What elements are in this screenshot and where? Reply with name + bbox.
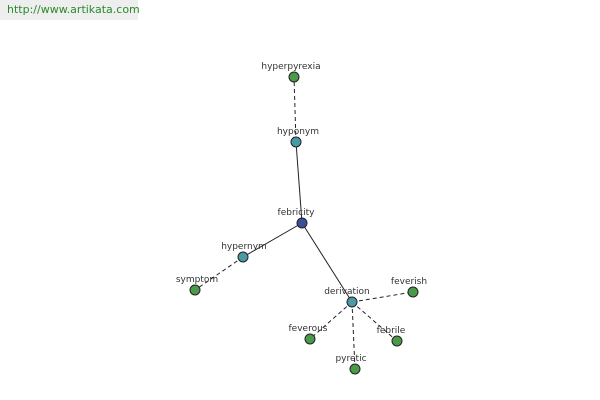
- node-label-hyperpyrexia[interactable]: hyperpyrexia: [261, 62, 320, 72]
- node-label-pyretic[interactable]: pyretic: [335, 354, 366, 364]
- node-derivation[interactable]: derivation: [324, 287, 370, 308]
- node-pyretic[interactable]: pyretic: [335, 354, 367, 375]
- node-hypernym[interactable]: hypernym: [221, 242, 267, 263]
- edge-febricity-hyponym: [295, 141, 303, 224]
- graph-nodes: febricity hyponym hypernym derivation hyperp…: [176, 62, 427, 375]
- node-dot-febrile[interactable]: [391, 335, 403, 347]
- node-label-hyponym[interactable]: hyponym: [277, 127, 319, 137]
- edge-derivation-febrile: [351, 301, 398, 342]
- node-symptom[interactable]: symptom: [176, 275, 218, 296]
- url-banner: http://www.artikata.com: [0, 0, 140, 20]
- node-label-feverish[interactable]: feverish: [391, 277, 427, 287]
- edge-derivation-feverous: [309, 301, 353, 340]
- node-febricity[interactable]: febricity: [278, 208, 316, 229]
- node-label-symptom[interactable]: symptom: [176, 275, 218, 285]
- node-hyperpyrexia[interactable]: hyperpyrexia: [261, 62, 321, 83]
- node-dot-derivation[interactable]: [346, 296, 358, 308]
- node-dot-pyretic[interactable]: [349, 363, 361, 375]
- node-dot-hypernym[interactable]: [237, 251, 249, 263]
- node-label-febrile[interactable]: febrile: [377, 326, 406, 336]
- edge-derivation-feverish: [351, 291, 414, 303]
- node-dot-symptom[interactable]: [189, 284, 201, 296]
- node-dot-hyponym[interactable]: [290, 136, 302, 148]
- node-dot-hyperpyrexia[interactable]: [288, 71, 300, 83]
- node-febrile[interactable]: febrile: [377, 326, 406, 347]
- node-label-derivation[interactable]: derivation: [324, 287, 370, 297]
- node-hyponym[interactable]: hyponym: [277, 127, 319, 148]
- node-label-feverous[interactable]: feverous: [289, 324, 328, 334]
- node-label-hypernym[interactable]: hypernym: [221, 242, 267, 252]
- node-dot-feverous[interactable]: [304, 333, 316, 345]
- node-dot-febricity[interactable]: [296, 217, 308, 229]
- edge-hyponym-hyperpyrexia: [293, 76, 297, 143]
- graph-edges: [194, 76, 414, 370]
- node-label-febricity[interactable]: febricity: [278, 208, 316, 218]
- node-feverish[interactable]: feverish: [391, 277, 427, 298]
- site-url-link[interactable]: http://www.artikata.com: [7, 3, 140, 16]
- node-feverous[interactable]: feverous: [289, 324, 328, 345]
- node-dot-feverish[interactable]: [407, 286, 419, 298]
- edge-febricity-derivation: [301, 222, 353, 303]
- edge-hypernym-symptom: [194, 256, 244, 291]
- edge-febricity-hypernym: [242, 222, 303, 258]
